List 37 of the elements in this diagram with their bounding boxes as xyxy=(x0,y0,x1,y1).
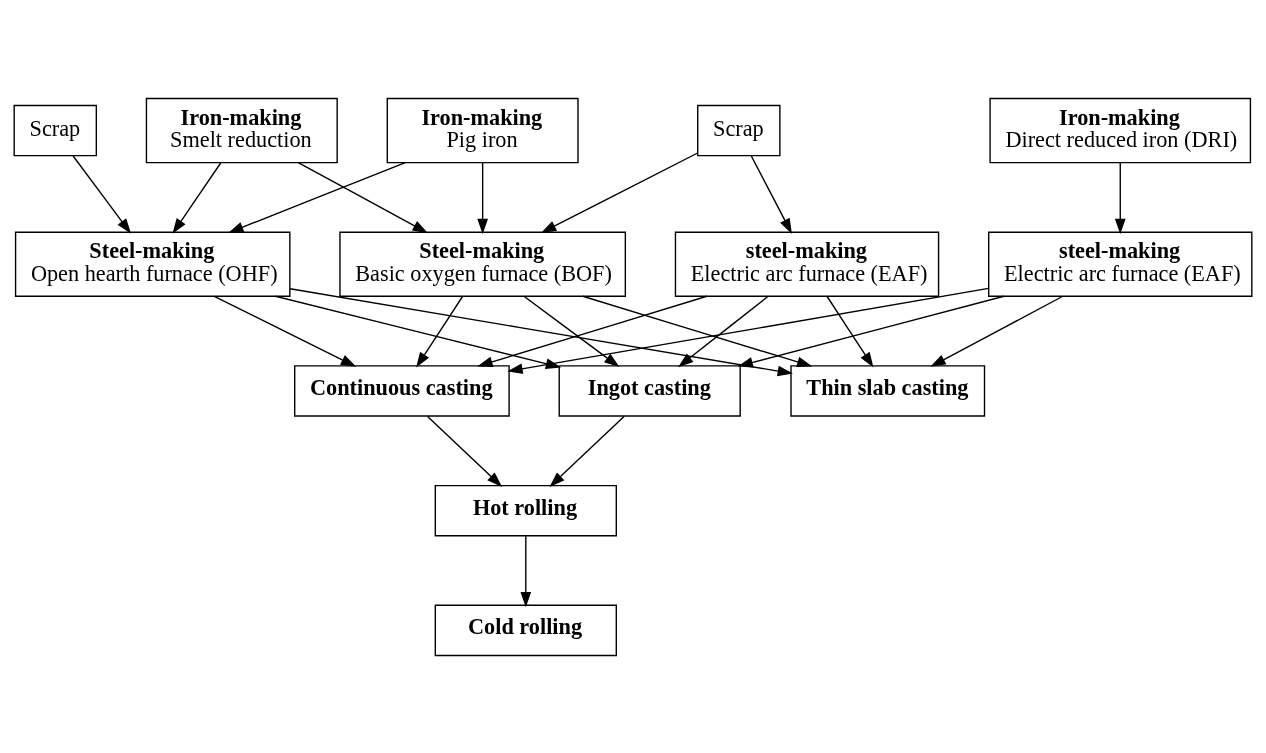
arrow xyxy=(426,415,503,487)
arrow xyxy=(678,295,769,367)
node-box: Ingot casting xyxy=(558,364,741,417)
node-box: Steel-making Basic oxygen furnace (BOF) xyxy=(339,231,627,297)
arrow xyxy=(297,161,428,233)
arrow xyxy=(228,161,406,233)
node-box: Scrap xyxy=(13,104,97,156)
arrow xyxy=(172,161,222,234)
node-box: steel-making Electric arc furnace (EAF) xyxy=(988,231,1253,297)
arrow xyxy=(549,415,625,487)
node-box: Iron-making Direct reduced iron (DRI) xyxy=(989,97,1252,163)
arrow xyxy=(289,287,793,376)
arrow xyxy=(213,295,357,367)
node-box: Iron-making Pig iron xyxy=(386,97,579,163)
node-box: Steel-making Open hearth furnace (OHF) xyxy=(14,231,291,297)
arrow xyxy=(737,295,1005,368)
arrow xyxy=(582,295,813,367)
arrow xyxy=(520,535,532,607)
node-box: Continuous casting xyxy=(294,364,510,417)
arrow xyxy=(523,295,620,367)
node-box: steel-making Electric arc furnace (EAF) xyxy=(674,231,940,297)
arrow xyxy=(274,295,562,369)
node-box: Cold rolling xyxy=(434,604,617,656)
node-box: Scrap xyxy=(697,104,781,156)
arrow xyxy=(930,295,1064,367)
node-box: Iron-making Smelt reduction xyxy=(145,97,338,163)
arrow xyxy=(507,287,990,374)
arrow xyxy=(477,161,488,234)
arrow xyxy=(1114,161,1126,234)
arrow xyxy=(416,295,464,368)
node-box: Thin slab casting xyxy=(790,364,986,417)
arrow xyxy=(826,295,874,368)
node-box: Hot rolling xyxy=(434,484,617,536)
arrow xyxy=(750,154,792,234)
arrow xyxy=(540,151,699,233)
arrow xyxy=(477,295,708,367)
arrow xyxy=(72,154,132,234)
